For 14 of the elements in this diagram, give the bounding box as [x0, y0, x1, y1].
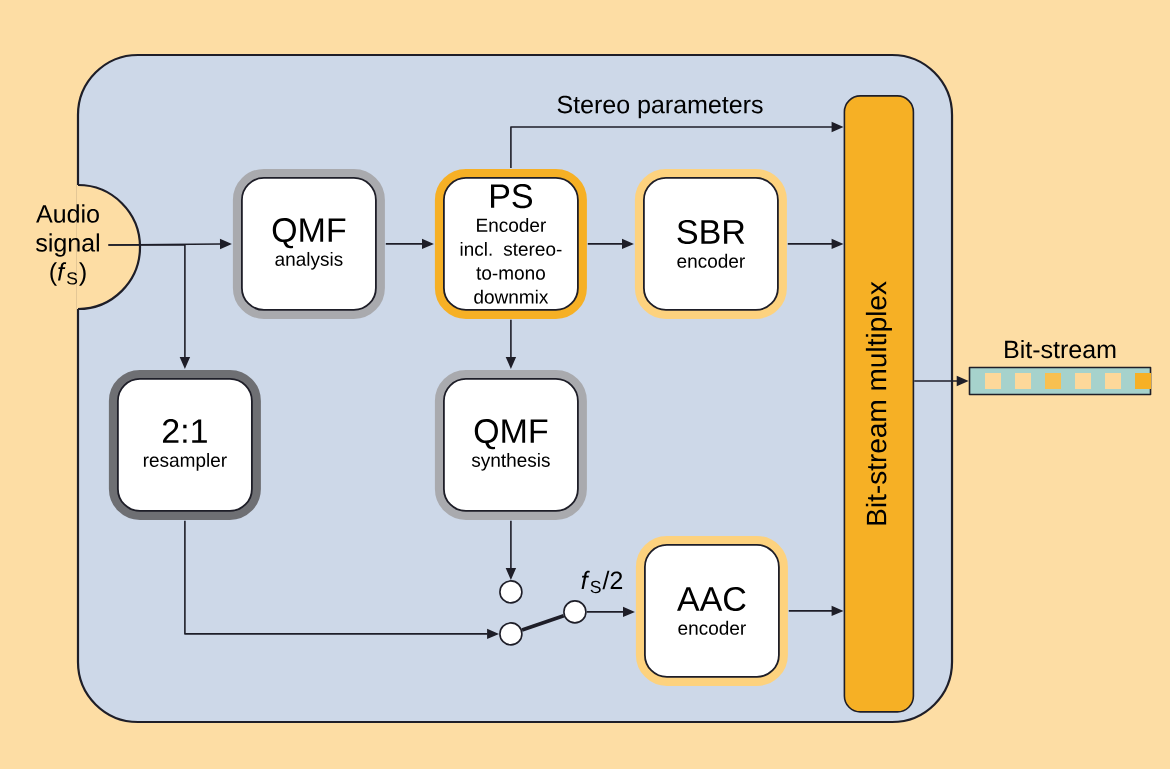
process-box: 2:1 resampler [108, 369, 261, 520]
process-box: QMF analysis [232, 168, 385, 319]
bit-stream-bar: Bit-stream [968, 339, 1152, 396]
process-box: SBR encoder [634, 168, 787, 319]
switch-contact [499, 622, 523, 646]
switch-contact [563, 600, 587, 624]
process-box: QMF synthesis [434, 369, 587, 520]
switch-contact [499, 580, 523, 604]
input-label: Audio signal (f$_{S}$) [36, 204, 99, 286]
multiplex-bar: Bit-stream multiplex [843, 95, 915, 713]
process-box: PS Encoder incl. stereo-to-mono downmix [434, 168, 587, 319]
edge-label: Stereo parameters [553, 92, 767, 122]
node-label: Bit-stream [1005, 339, 1116, 359]
process-box: AAC encoder [635, 535, 788, 686]
